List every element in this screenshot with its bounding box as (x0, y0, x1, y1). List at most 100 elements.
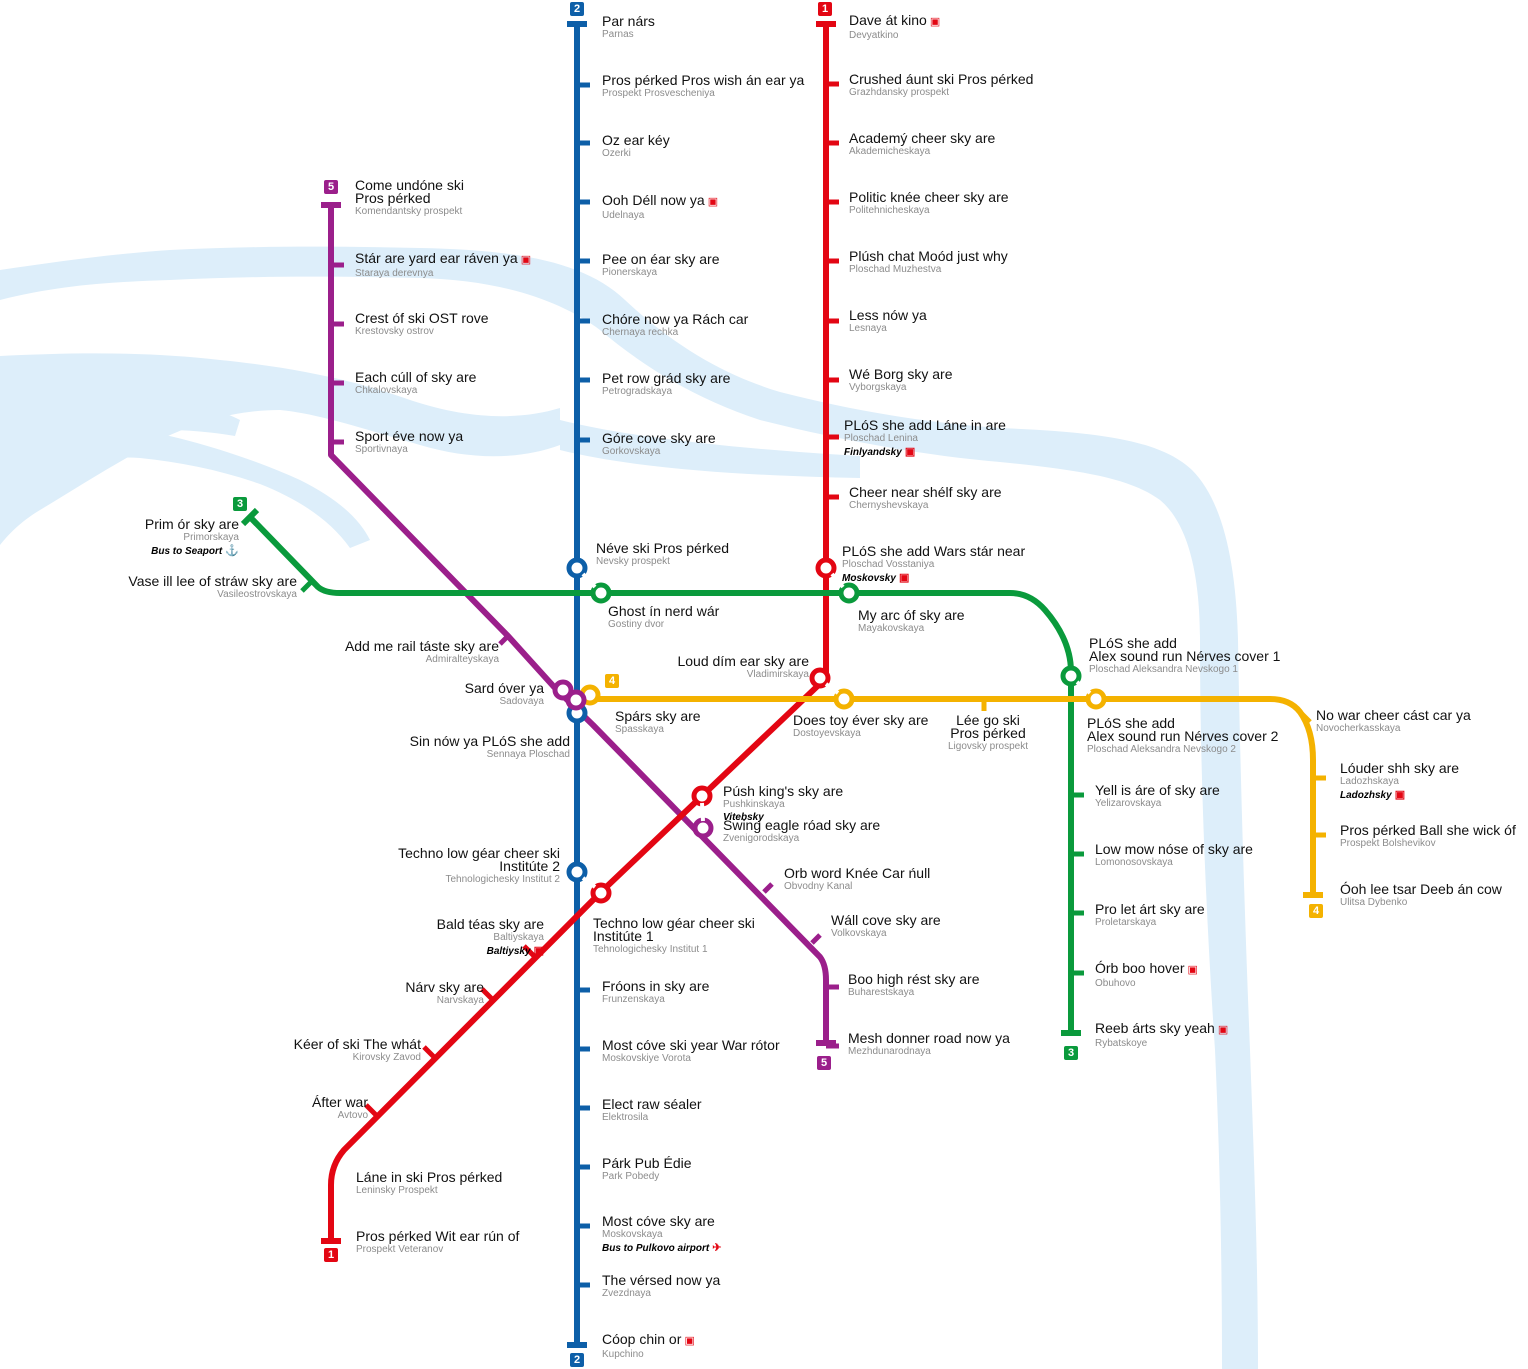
station-label-nevskogo1[interactable]: PLóS she add Alex sound run Nérves cover… (1089, 636, 1280, 675)
interchange-pushkinskaya[interactable] (691, 785, 713, 807)
station-label-devyatkino[interactable]: Dave át kino ▣Devyatkino (849, 13, 940, 41)
interchange-dostoyevskaya[interactable] (833, 688, 855, 710)
interchange-nevskogo-1[interactable] (1060, 665, 1082, 687)
transfer-text: Bus to Seaport (151, 546, 223, 557)
interchange-vosstaniya[interactable] (815, 557, 837, 579)
interchange-tech-1[interactable] (590, 882, 612, 904)
interchange-gostiny[interactable] (590, 582, 612, 604)
interchange-vladimirskaya[interactable] (809, 667, 831, 689)
station-name-text: Elect raw séaler (602, 1096, 702, 1112)
station-name-text: Par nárs (602, 13, 655, 29)
station-label-nevskogo2[interactable]: PLóS she add Alex sound run Nérves cover… (1087, 716, 1278, 755)
station-name-latin: Primorskaya (183, 532, 239, 543)
interchange-tech-2[interactable] (566, 861, 588, 883)
interchange-sadovaya-outer[interactable] (565, 689, 587, 711)
interchange-nevsky[interactable] (566, 557, 588, 579)
interchange-mayakovskaya[interactable] (838, 582, 860, 604)
station-name-text: PLóS she add Wars stár near (842, 543, 1026, 559)
river-branch-2 (30, 419, 370, 548)
station-label-rybatskoye[interactable]: Reeb árts sky yeah ▣Rybatskoye (1095, 1021, 1228, 1049)
station-name-text: Párk Pub Édie (602, 1155, 692, 1171)
interchange-sadovaya[interactable] (552, 679, 574, 701)
station-label-obuhovo[interactable]: Órb boo hover ▣Obuhovo (1095, 961, 1198, 989)
station-name-latin: Ploschad Aleksandra Nevskogo 2 (1087, 744, 1236, 755)
station-name-text: Pet row grád sky are (602, 370, 731, 386)
station-label-kupchino[interactable]: Cóop chin or ▣Kupchino (602, 1332, 695, 1360)
transfer-note: Moskovsky ▣ (842, 573, 1025, 584)
interchange-nevskogo-2[interactable] (1085, 688, 1107, 710)
station-name: Yell is áre of sky are (1095, 783, 1220, 797)
station-name-latin: Prospekt Veteranov (356, 1244, 444, 1255)
station-label-udelnaya[interactable]: Ooh Déll now ya ▣Udelnaya (602, 192, 718, 221)
interchange-zvenigorodskaya[interactable] (692, 817, 714, 839)
station-name-latin: Chernyshevskaya (849, 500, 929, 511)
station-name-text: Ooh Déll now ya (602, 192, 705, 208)
station-label-staraya[interactable]: Stár are yard ear ráven ya ▣Staraya dere… (355, 251, 531, 279)
station-name-latin: Proletarskaya (1095, 917, 1157, 928)
anchor-icon: ⚓ (222, 545, 239, 557)
station-name: Lée go ski Pros pérked (940, 713, 1036, 740)
station-name: Dave át kino ▣ (849, 13, 940, 29)
station-name-text: Does toy éver sky are (793, 712, 929, 728)
